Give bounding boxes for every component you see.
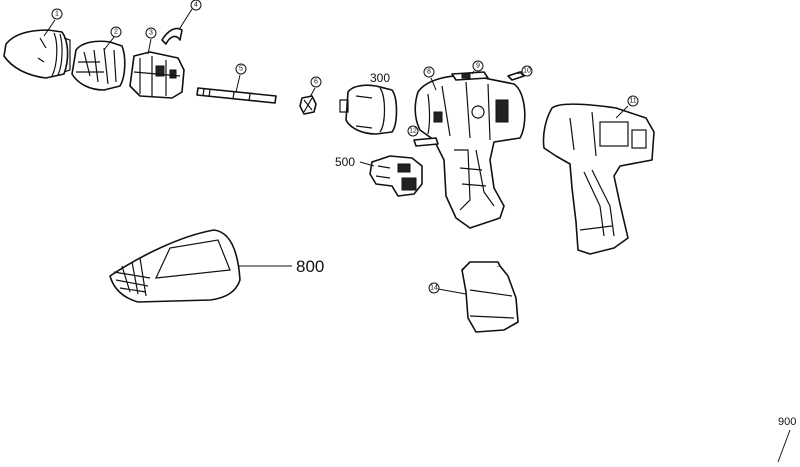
callout-4-number: 4 <box>194 2 198 9</box>
callout-5-number: 5 <box>239 66 243 73</box>
part-spindle-shaft <box>196 87 277 104</box>
part-bracket <box>413 137 439 147</box>
callout-10-number: 10 <box>523 68 531 75</box>
callout-11-number: 11 <box>629 98 636 105</box>
callout-1: 1 <box>43 8 63 37</box>
part-gearbox <box>129 51 185 99</box>
callout-2-number: 2 <box>114 29 118 36</box>
label-motor: 300 <box>370 71 390 85</box>
label-900: 900 <box>778 416 796 428</box>
callout-14: 14 <box>428 282 467 295</box>
callout-3: 3 <box>145 27 157 55</box>
callout-12-number: 12 <box>409 128 417 135</box>
callout-5: 5 <box>235 63 247 93</box>
part-clip <box>161 27 183 45</box>
label-charger: 800 <box>296 257 324 276</box>
label-switch: 500 <box>335 155 355 169</box>
callout-6-number: 6 <box>314 79 318 86</box>
callout-11: 11 <box>615 95 639 119</box>
callout-3-number: 3 <box>149 30 153 37</box>
part-switch <box>369 155 423 197</box>
part-small-gear <box>299 95 317 115</box>
callout-8: 8 <box>423 66 437 91</box>
callout-1-number: 1 <box>55 11 59 18</box>
part-chuck <box>3 29 71 79</box>
part-motor <box>339 84 398 135</box>
part-charger <box>109 229 241 303</box>
part-clutch-ring <box>71 40 126 91</box>
callout-8-number: 8 <box>427 69 431 76</box>
part-housing-right <box>542 103 655 255</box>
callout-12: 12 <box>407 125 419 137</box>
part-battery <box>461 261 519 333</box>
callout-2: 2 <box>103 26 122 51</box>
part-plate <box>451 71 489 81</box>
part-housing-left <box>414 74 526 229</box>
leader-900 <box>777 429 791 463</box>
callout-9-number: 9 <box>476 63 480 70</box>
callout-14-number: 14 <box>430 285 438 292</box>
callout-4: 4 <box>179 0 202 29</box>
part-pin <box>507 71 525 81</box>
leader-switch <box>359 161 375 167</box>
callout-6: 6 <box>309 76 322 98</box>
callout-10: 10 <box>517 65 533 77</box>
callout-9: 9 <box>471 60 484 75</box>
